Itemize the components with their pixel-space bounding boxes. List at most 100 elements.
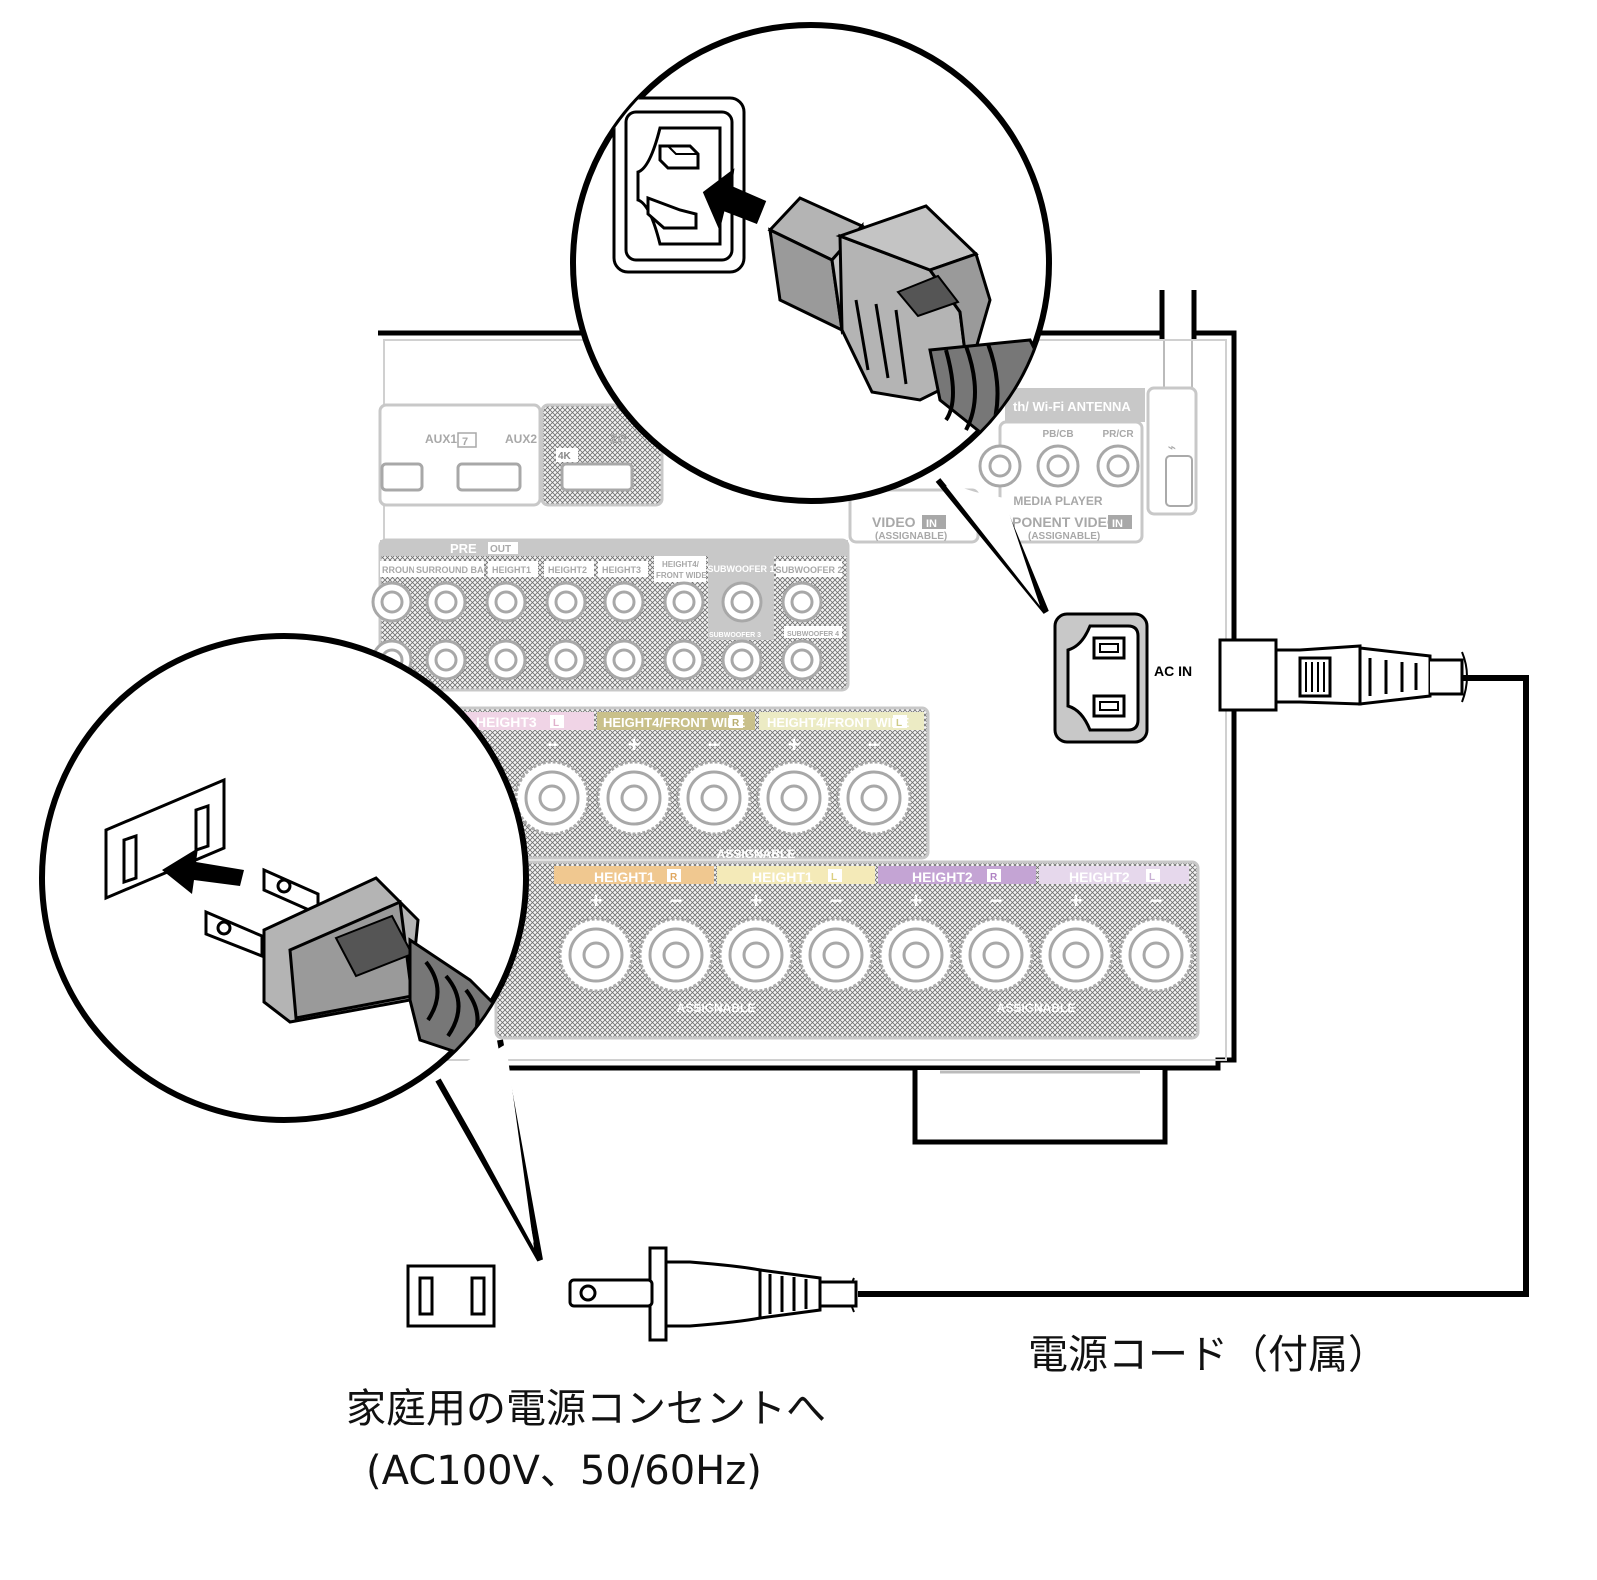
- outlet-caption-line1: 家庭用の電源コンセントへ: [346, 1386, 826, 1432]
- rca-jack: [721, 639, 763, 681]
- rca-jack: [425, 581, 467, 623]
- component-assignable-label: (ASSIGNABLE): [1028, 531, 1100, 542]
- speaker-height4r-badge: R: [732, 718, 740, 729]
- rca-jack: [781, 581, 823, 623]
- pre-height3-label: HEIGHT3: [602, 565, 641, 575]
- video-in-badge: IN: [926, 518, 937, 530]
- speaker-terminal: [638, 917, 714, 993]
- component-video-label: PONENT VIDEO: [1012, 514, 1118, 530]
- power-cord-line: [858, 675, 1529, 1297]
- speaker-terminals-upper: HEIGHT3 L HEIGHT4/FRONT WIDE R HEIGHT4/F…: [428, 706, 930, 861]
- pre-height1-label: HEIGHT1: [492, 565, 531, 575]
- speaker-height4r-label: HEIGHT4/FRONT WIDE: [603, 715, 746, 730]
- pre-label: PRE: [450, 541, 477, 556]
- plus-sign: +: [910, 888, 923, 913]
- hdmi-port-zone: [560, 462, 634, 492]
- power-cord-caption: 電源コード（付属）: [1028, 1332, 1388, 1378]
- minus-sign: −: [670, 888, 683, 913]
- ac-in-label: AC IN: [1154, 663, 1192, 679]
- rca-jack: [545, 639, 587, 681]
- rca-jack: [663, 581, 705, 623]
- subwoofer2-label: SUBWOOFER 2: [775, 565, 842, 575]
- minus-sign: −: [830, 888, 843, 913]
- ac-in-inlet[interactable]: [1053, 612, 1149, 744]
- rca-jack: [721, 581, 763, 623]
- speaker-terminal: [756, 760, 832, 836]
- subwoofer3-label: SUBWOOFER 3: [709, 632, 761, 639]
- speaker-terminal: [1038, 917, 1114, 993]
- component-in-badge: IN: [1112, 518, 1123, 530]
- hdmi-port-aux2: [456, 462, 522, 492]
- pre-height4-label-a: HEIGHT4/: [662, 560, 700, 569]
- speaker-terminal: [558, 917, 634, 993]
- speaker-height4l-badge: L: [896, 718, 902, 729]
- ac-plug-bottom: [568, 1246, 858, 1342]
- speaker-height1l-badge: L: [831, 872, 837, 883]
- rca-jack: [371, 581, 413, 623]
- wall-outlet-bottom: [406, 1264, 496, 1328]
- video-assignable-label: (ASSIGNABLE): [875, 531, 947, 542]
- out-badge: OUT: [490, 544, 511, 555]
- pre-out-jacks: [371, 581, 823, 681]
- speaker-height3-label: HEIGHT3: [476, 714, 537, 730]
- speaker-terminals-lower: HEIGHT1 R HEIGHT1 L HEIGHT2 R HEIGHT2 L …: [494, 860, 1200, 1040]
- svg-text:⌁: ⌁: [1168, 440, 1176, 456]
- pre-surround-label: RROUND: [382, 565, 422, 575]
- aux-seven-label: 7: [462, 436, 468, 448]
- speaker-height3-badge: L: [553, 718, 559, 729]
- pre-surround-back-label: SURROUND BACK: [416, 565, 497, 575]
- rca-jack: [545, 581, 587, 623]
- zone-label: ZO: [610, 432, 627, 446]
- subwoofer1-label: SUBWOOFER 1: [707, 564, 774, 574]
- rca-jack: [663, 639, 705, 681]
- speaker-height1r-badge: R: [670, 872, 678, 883]
- pre-height2-label: HEIGHT2: [548, 565, 587, 575]
- aux2-label: AUX2: [505, 432, 537, 446]
- speaker-height2r-badge: R: [990, 872, 998, 883]
- rca-jack: [425, 639, 467, 681]
- hdmi-section: AUX1 7 AUX2 4K ZO: [378, 403, 664, 507]
- pr-label: PR/CR: [1102, 429, 1134, 440]
- rca-jack: [603, 581, 645, 623]
- pb-label: PB/CB: [1042, 429, 1073, 440]
- callout-ac-inlet-zoom: [570, 22, 1052, 614]
- plus-sign: +: [750, 888, 763, 913]
- speaker-terminal: [514, 760, 590, 836]
- speaker-terminal: [958, 917, 1034, 993]
- insert-plug-arrow-icon: [162, 848, 244, 894]
- minus-sign: −: [546, 732, 559, 757]
- speaker-height1r-label: HEIGHT1: [594, 869, 655, 885]
- 4k-label: 4K: [558, 451, 572, 462]
- speaker-height4l-label: HEIGHT4/FRONT WIDE: [767, 715, 910, 730]
- speaker-terminal: [596, 760, 672, 836]
- speaker-terminal: [718, 917, 794, 993]
- plus-sign: +: [1070, 888, 1083, 913]
- speaker-terminal: [798, 917, 874, 993]
- plus-sign: +: [788, 732, 801, 757]
- receiver-foot: [912, 1070, 1168, 1145]
- video-label: VIDEO: [872, 514, 916, 530]
- rca-jack: [603, 639, 645, 681]
- plus-sign: +: [628, 732, 641, 757]
- subwoofer4-label: SUBWOOFER 4: [787, 631, 839, 638]
- speaker-terminal: [878, 917, 954, 993]
- speaker-height2l-label: HEIGHT2: [1069, 869, 1130, 885]
- pre-out-section: PRE OUT RROUND SURROUND BACK HEIGHT1 HEI…: [371, 538, 850, 692]
- speaker-terminal: [676, 760, 752, 836]
- speaker-height1l-label: HEIGHT1: [752, 869, 813, 885]
- rca-jack: [781, 639, 823, 681]
- minus-sign: −: [990, 888, 1003, 913]
- media-player-label: MEDIA PLAYER: [1013, 494, 1102, 508]
- insert-arrow-icon: [702, 168, 767, 231]
- ac-cord-connector-right: [1218, 638, 1468, 712]
- outlet-caption-line2: (AC100V、50/60Hz): [366, 1448, 762, 1494]
- speaker-terminal: [1118, 917, 1194, 993]
- assignable-upper-label: ASSIGNABLE: [717, 847, 796, 861]
- minus-sign: −: [1150, 888, 1163, 913]
- component-video-section: th/ Wi-Fi ANTENNA ⌁ PB/CB PR/CR MEDIA PL…: [848, 386, 1198, 544]
- rca-jack: [485, 639, 527, 681]
- minus-sign: −: [708, 732, 721, 757]
- bt-wifi-antenna-label: th/ Wi-Fi ANTENNA: [1013, 399, 1131, 414]
